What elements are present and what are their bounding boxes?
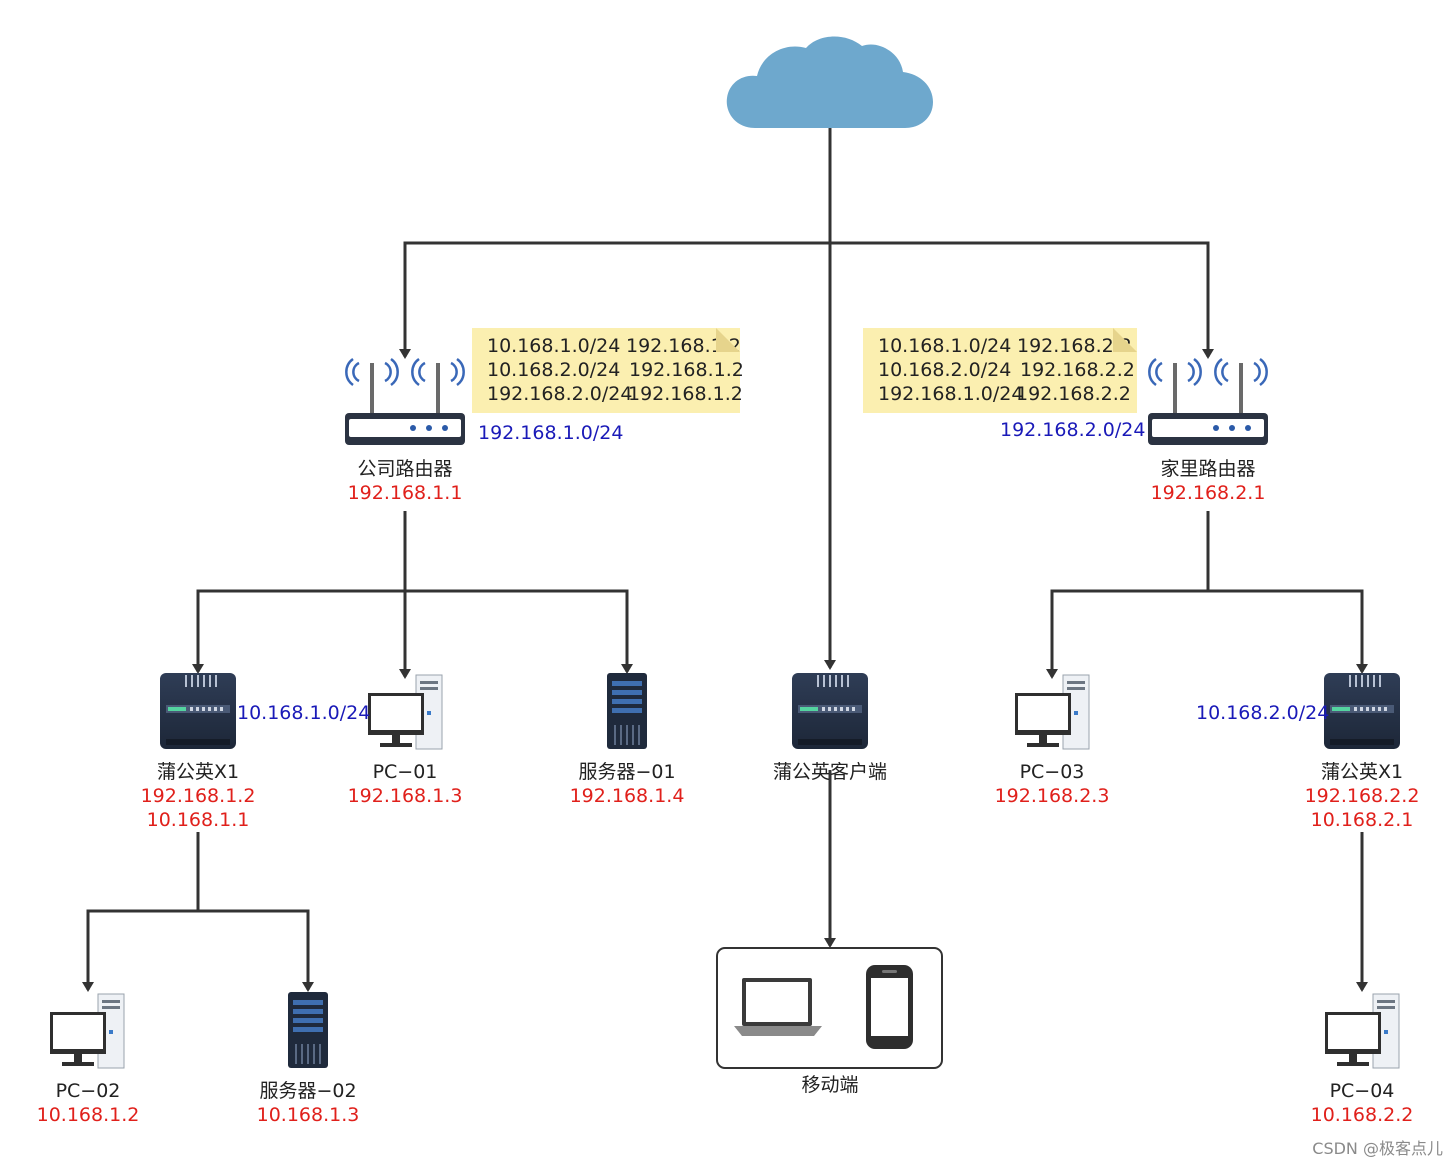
route-gateway: 192.168.2.2 <box>1016 383 1131 405</box>
cloud-icon <box>726 36 933 128</box>
server02-label: 服务器−02 10.168.1.3 <box>208 1079 408 1127</box>
pc04-label: PC−04 10.168.2.2 <box>1262 1079 1455 1127</box>
route-dest: 192.168.1.0/24 <box>878 383 1024 405</box>
pc03-label: PC−03 192.168.2.3 <box>952 760 1152 808</box>
pgy-right-label: 蒲公英X1 192.168.2.2 10.168.2.1 <box>1262 760 1455 832</box>
device-ip: 192.168.1.2 <box>140 785 256 807</box>
device-ip: 192.168.2.1 <box>1150 482 1266 504</box>
pgy-left-label: 蒲公英X1 192.168.1.2 10.168.1.1 <box>98 760 298 832</box>
line-cloud-company <box>399 128 832 359</box>
device-name: 蒲公英X1 <box>1320 761 1404 783</box>
note-fold-corner <box>716 328 740 352</box>
route-row: 192.168.1.0/24192.168.2.2 <box>878 382 1137 406</box>
device-ip-secondary: 10.168.1.1 <box>146 809 250 831</box>
device-name: 服务器−02 <box>259 1080 357 1102</box>
device-ip: 192.168.2.2 <box>1304 785 1420 807</box>
pc01-icon <box>368 674 443 750</box>
route-gateway: 192.168.1.2 <box>629 359 744 381</box>
server02-icon <box>288 992 328 1068</box>
pgy-left-subnet-label: 10.168.1.0/24 <box>237 702 371 724</box>
route-gateway: 192.168.2.2 <box>1017 335 1132 357</box>
note-fold-corner <box>1113 328 1137 352</box>
watermark: CSDN @极客点儿 <box>1312 1139 1443 1158</box>
connections <box>82 128 1368 992</box>
home-subnet-label: 192.168.2.0/24 <box>1000 419 1146 441</box>
device-ip: 10.168.1.3 <box>256 1104 360 1126</box>
route-row: 10.168.2.0/24 192.168.2.2 <box>878 358 1137 382</box>
line-home-pc03 <box>1046 511 1210 679</box>
device-name: PC−02 <box>55 1080 121 1102</box>
device-ip: 192.168.1.3 <box>347 785 463 807</box>
route-dest: 10.168.1.0/24 <box>487 335 621 357</box>
pgy-client-device-icon <box>792 673 868 749</box>
company-router-label: 公司路由器 192.168.1.1 <box>305 457 505 505</box>
pc03-icon <box>1015 674 1090 750</box>
pc02-icon <box>50 993 125 1069</box>
pgy-left-device-icon <box>160 673 236 749</box>
line-pgy-pc02 <box>82 832 200 992</box>
route-dest: 192.168.2.0/24 <box>487 383 633 405</box>
pc01-label: PC−01 192.168.1.3 <box>305 760 505 808</box>
home-router-label: 家里路由器 192.168.2.1 <box>1108 457 1308 505</box>
pgy-right-subnet-label: 10.168.2.0/24 <box>1196 702 1330 724</box>
route-dest: 10.168.2.0/24 <box>878 359 1012 381</box>
laptop-icon <box>734 978 822 1036</box>
device-ip-secondary: 10.168.2.1 <box>1310 809 1414 831</box>
line-pgy-server02 <box>198 909 314 992</box>
server01-icon <box>607 673 647 749</box>
home-router-icon <box>1148 357 1268 445</box>
mobile-label: 移动端 <box>730 1073 930 1097</box>
device-name: 移动端 <box>801 1074 859 1096</box>
route-row: 192.168.2.0/24192.168.1.2 <box>487 382 743 406</box>
server01-label: 服务器−01 192.168.1.4 <box>527 760 727 808</box>
device-name: PC−04 <box>1329 1080 1395 1102</box>
route-dest: 10.168.2.0/24 <box>487 359 621 381</box>
phone-icon <box>866 965 913 1049</box>
device-name: PC−01 <box>372 761 438 783</box>
device-ip: 10.168.2.2 <box>1310 1104 1414 1126</box>
device-name: 蒲公英X1 <box>156 761 240 783</box>
device-name: 家里路由器 <box>1160 458 1256 480</box>
pc04-icon <box>1325 993 1400 1069</box>
line-company-server01 <box>405 589 633 674</box>
device-ip: 192.168.2.3 <box>994 785 1110 807</box>
pc02-label: PC−02 10.168.1.2 <box>0 1079 188 1127</box>
device-ip: 192.168.1.4 <box>569 785 685 807</box>
line-company-pgy <box>192 511 407 674</box>
pgy-client-label: 蒲公英客户端 <box>730 760 930 784</box>
route-row: 10.168.2.0/24 192.168.1.2 <box>487 358 744 382</box>
route-gateway: 192.168.1.2 <box>626 335 741 357</box>
device-name: 蒲公英客户端 <box>772 761 887 783</box>
company-subnet-label: 192.168.1.0/24 <box>478 422 624 444</box>
company-router-icon <box>345 357 465 445</box>
device-ip: 10.168.1.2 <box>36 1104 140 1126</box>
line-home-pgy <box>1208 589 1368 674</box>
mobile-group <box>716 947 943 1069</box>
pgy-right-device-icon <box>1324 673 1400 749</box>
device-ip: 192.168.1.1 <box>347 482 463 504</box>
device-name: 公司路由器 <box>357 458 453 480</box>
device-name: 服务器−01 <box>578 761 676 783</box>
route-gateway: 192.168.1.2 <box>628 383 743 405</box>
route-gateway: 192.168.2.2 <box>1020 359 1135 381</box>
device-name: PC−03 <box>1019 761 1085 783</box>
line-cloud-home <box>830 241 1214 359</box>
route-dest: 10.168.1.0/24 <box>878 335 1012 357</box>
